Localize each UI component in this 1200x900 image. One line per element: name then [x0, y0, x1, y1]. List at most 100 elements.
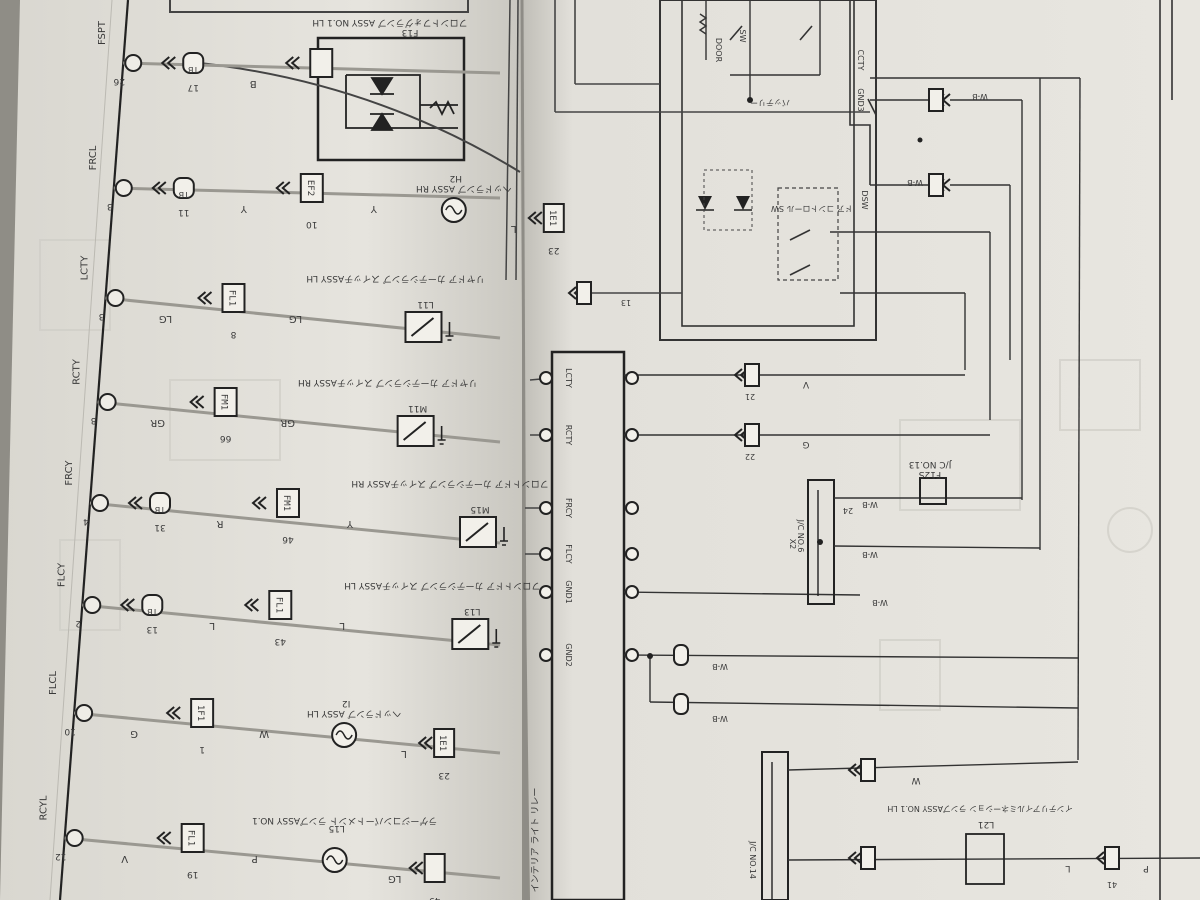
ecu-pin-label-3: FLCY	[564, 544, 573, 564]
row-rcty-jn-pin: 66	[220, 433, 232, 443]
row-fspt-device-code: F13	[402, 27, 419, 37]
row-rcty-device-name: リヤドア カーテシランプ スイッチASSY RH	[298, 377, 477, 388]
row-fspt-terminal	[124, 54, 143, 72]
row-frcy-conn	[148, 492, 171, 514]
row-frcl-terminal	[114, 179, 133, 197]
row-frcl-wire3-color: L	[511, 223, 517, 234]
lamp-name: インテリアイルミネーション ランプASSY NO.1 LH	[887, 804, 1072, 813]
row-frcl-jn-chevron	[275, 181, 291, 195]
row-flcl-wire-color: G	[130, 728, 138, 739]
ecu-pin-5	[539, 648, 553, 662]
row-rcty-jn-label: FM1	[219, 394, 229, 410]
lamp-code: L21	[978, 819, 994, 829]
r-wire-wb-6: W-B	[712, 662, 728, 671]
relay-label: J/C NO.13	[909, 459, 953, 469]
ecu-pin-2	[539, 501, 553, 515]
row-rcty-terminal	[98, 393, 117, 411]
page-gutter	[520, 0, 528, 900]
row-fspt-pin: 26	[113, 76, 125, 86]
row-lcty-wire2-color: LG	[289, 313, 302, 324]
row-frcl-jn2-chevron	[527, 211, 543, 225]
row-rcty-wire-color: GR	[150, 417, 165, 428]
row-frcl-jn: EF2	[299, 173, 324, 203]
ecu-pin-1	[539, 428, 553, 442]
row-flcl-jn2-label: 1E1	[437, 735, 447, 751]
row-rcyl-lamp-filament	[326, 855, 344, 865]
row-frcy-terminal	[90, 494, 109, 512]
ecu-pin-label-1: RCTY	[564, 425, 573, 446]
r-conn-9	[860, 846, 876, 870]
right-page-diagram	[525, 0, 1200, 900]
row-fspt-conn	[182, 52, 205, 74]
row-flcl-jn2: 1E1	[433, 728, 456, 758]
row-rcyl-jn2-chevron	[408, 861, 424, 875]
row-frcy-conn-chevron	[127, 496, 143, 510]
r-wire-wb-4: W-B	[862, 550, 878, 559]
row-flcl-jn-pin: 1	[199, 744, 205, 754]
r-pin-4: 24	[843, 506, 853, 515]
row-rcty-jn-chevron	[189, 395, 205, 409]
row-lcty-jn-chevron	[196, 291, 213, 305]
r-pin-41: 41	[1107, 880, 1117, 889]
row-rcyl-terminal	[65, 829, 84, 847]
row-frcy-conn-label: TB	[155, 505, 166, 514]
row-lcty-pin: 3	[99, 311, 105, 321]
row-lcty-device-code: L11	[417, 299, 433, 309]
relay-code: F12S	[919, 469, 942, 479]
r-wire-wb-5: W-B	[872, 598, 888, 607]
row-flcy-wire-color: L	[209, 620, 215, 631]
row-frcl-lamp-filament	[445, 205, 463, 215]
r-pin-2: 22	[745, 452, 755, 461]
row-flcy-device-code: L13	[464, 606, 480, 616]
row-rcty-pin: 8	[90, 415, 96, 425]
row-frcy-wire2-color: Y	[346, 518, 354, 529]
row-rcty-device-code: M11	[408, 403, 427, 413]
row-flcy-wire2-color: L	[339, 620, 345, 631]
row-frcy-jn-pin: 46	[282, 534, 294, 544]
ecu-pin-out-3	[625, 547, 639, 561]
row-fspt-conn-chevron	[160, 56, 176, 70]
row-rcyl-wire-color: V	[121, 853, 128, 864]
row-frcy-conn-pin: 31	[154, 522, 165, 532]
row-fspt-jn	[309, 48, 334, 78]
relay-box	[919, 477, 947, 505]
row-rcty-switch-contact	[402, 421, 427, 441]
r-wire-p: P	[1143, 863, 1149, 873]
left-page	[0, 0, 522, 900]
row-rcyl-device-code: L15	[328, 823, 344, 833]
row-frcl-conn-chevron	[151, 181, 167, 195]
row-flcy-switch	[451, 618, 490, 650]
row-flcy-terminal-name: FLCY	[56, 562, 67, 587]
row-lcty-ground-icon	[445, 322, 454, 341]
row-rcyl-terminal-name: RCYL	[39, 795, 50, 820]
fog-lamp-box	[316, 36, 466, 162]
row-frcl-wire2-color: Y	[370, 203, 378, 214]
row-frcy-ground-icon	[499, 527, 508, 546]
row-fspt-jn-chevron	[284, 56, 300, 70]
row-frcl-terminal-name: FRCL	[88, 145, 99, 170]
r-conn-5	[928, 173, 944, 197]
row-flcl-wire3-color: L	[401, 748, 407, 759]
row-rcyl-wire2-color: P	[252, 853, 258, 864]
row-frcl-conn-label: TB	[179, 190, 190, 199]
label-ccty: CCTY	[856, 50, 865, 71]
row-flcl-wire2-color: W	[259, 728, 269, 739]
ecu-pin-4	[539, 585, 553, 599]
jc-no6-label: J/C NO.6	[796, 519, 805, 553]
row-frcy-jn: FM1	[275, 488, 300, 518]
row-flcy-pin: 2	[75, 618, 81, 628]
r-wire-l: L	[1065, 863, 1070, 873]
row-frcy-wire-color: R	[216, 518, 223, 529]
row-frcy-jn-label: FM1	[281, 495, 291, 511]
row-flcy-conn-pin: 13	[147, 624, 158, 634]
ecu-block	[550, 350, 626, 900]
row-fspt-device-name: フロントフォグランプ ASSY NO.1 LH	[312, 17, 467, 29]
r-pin-1: 21	[745, 392, 755, 401]
r-wire-wb-3: W-B	[862, 500, 878, 509]
row-frcy-pin: 4	[83, 516, 89, 526]
row-flcy-conn-chevron	[119, 598, 135, 612]
r-conn-6	[673, 644, 689, 666]
row-flcy-jn-pin: 43	[275, 636, 286, 646]
ecu-pin-out-5	[625, 648, 639, 662]
row-flcy-conn-label: TB	[147, 607, 158, 616]
